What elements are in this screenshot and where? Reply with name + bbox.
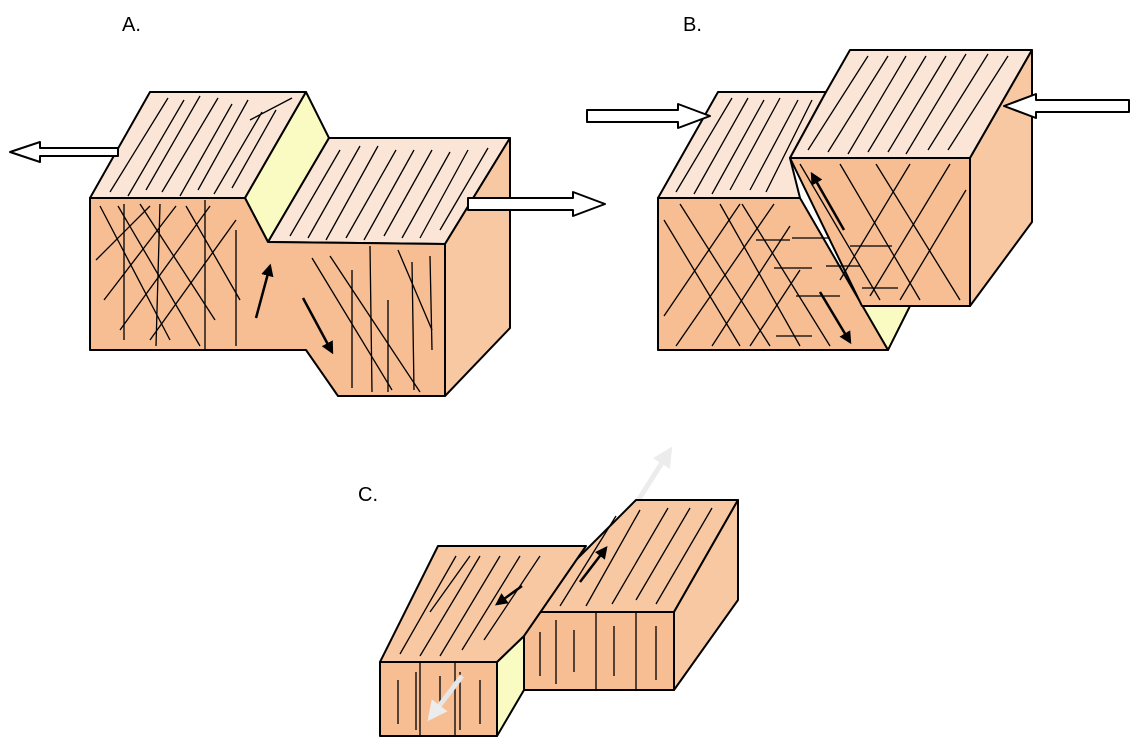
panel-b-left-front-face bbox=[657, 197, 889, 351]
slip-arrow-icon bbox=[427, 674, 464, 722]
panel-c-left-front-face bbox=[379, 661, 498, 737]
panel-b-fractures bbox=[663, 163, 967, 347]
panel-c-block bbox=[379, 446, 739, 737]
panel-a-front-face bbox=[89, 197, 446, 397]
panel-c-right-front-face bbox=[523, 611, 675, 691]
panel-a-fractures bbox=[95, 200, 433, 393]
panel-a-top-texture bbox=[109, 95, 489, 241]
panel-b-block bbox=[586, 49, 1130, 351]
panel-c-label: C. bbox=[358, 484, 378, 506]
slip-arrow-icon bbox=[579, 546, 608, 583]
slip-arrow-icon bbox=[818, 291, 852, 345]
panel-b-label: B. bbox=[683, 14, 702, 36]
panel-b-top-texture bbox=[675, 53, 1009, 195]
panel-a-label: A. bbox=[122, 14, 141, 36]
compression-arrow-icon bbox=[586, 103, 711, 129]
slip-arrow-icon bbox=[810, 171, 846, 231]
extension-arrow-icon bbox=[9, 141, 119, 163]
slip-arrow-icon bbox=[254, 263, 274, 319]
panel-c-fractures bbox=[397, 507, 713, 736]
compression-arrow-icon bbox=[1003, 93, 1130, 119]
slip-arrow-icon bbox=[301, 297, 334, 355]
slip-arrow-icon bbox=[494, 584, 523, 606]
panel-a-block bbox=[9, 91, 606, 397]
extension-arrow-icon bbox=[467, 191, 606, 217]
